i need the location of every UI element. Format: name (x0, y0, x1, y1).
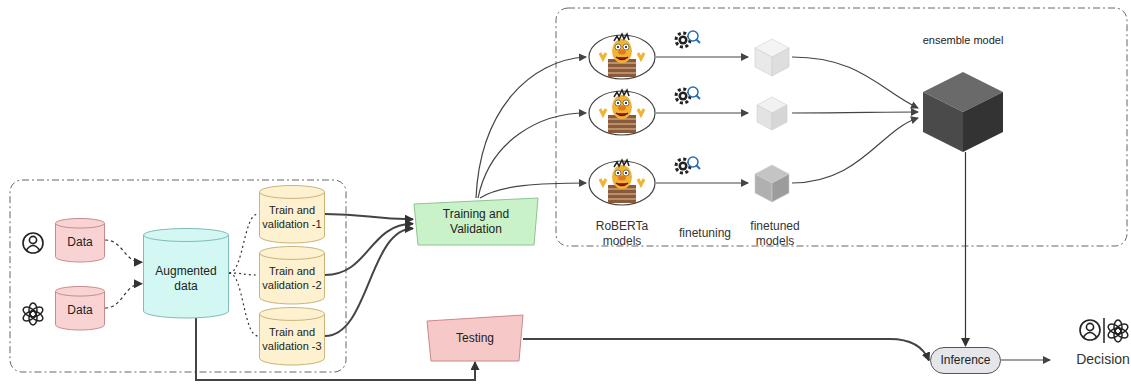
connector-arrow (105, 284, 142, 308)
dataset-cylinder: Train and validation -2 (259, 246, 325, 304)
dataset-cylinder: Train and validation -1 (259, 185, 325, 243)
node-text: Train and validation -1 (259, 204, 325, 230)
process-box: Training and Validation (414, 198, 538, 245)
data-cylinder: Data (55, 218, 105, 262)
node-text: Inference (937, 353, 993, 367)
connector-arrow (325, 229, 413, 336)
node-text: Testing (453, 331, 497, 345)
process-box: Testing (427, 315, 523, 361)
ensemble-cube: ensemble model (905, 34, 1021, 152)
stage-label: RoBERTa models (587, 219, 657, 249)
inference-box: Inference (930, 347, 1001, 374)
connector-arrow (229, 273, 258, 275)
node-text: Training and Validation (414, 207, 538, 236)
output-label: Decision (1073, 351, 1131, 369)
dataset-cylinder: Train and validation -3 (259, 307, 325, 365)
stage-label: finetuning (665, 226, 745, 241)
connector-arrow (523, 339, 929, 361)
connector-arrow (965, 152, 966, 346)
node-text: ensemble model (920, 34, 1007, 47)
connector-arrow (325, 214, 413, 219)
node-text: Augmented data (143, 264, 229, 293)
node-text: Train and validation -3 (259, 326, 325, 352)
node-text: Data (64, 235, 95, 249)
connector-arrow (229, 273, 258, 336)
ensemble-cube-outline (905, 34, 1021, 152)
database-cylinder: Augmented data (143, 228, 229, 318)
data-cylinder: Data (55, 286, 105, 330)
connector-arrow (105, 240, 142, 262)
node-text: Data (64, 303, 95, 317)
stage-label: finetuned models (740, 219, 810, 249)
node-text: Train and validation -2 (259, 265, 325, 291)
connector-arrow (229, 214, 258, 273)
